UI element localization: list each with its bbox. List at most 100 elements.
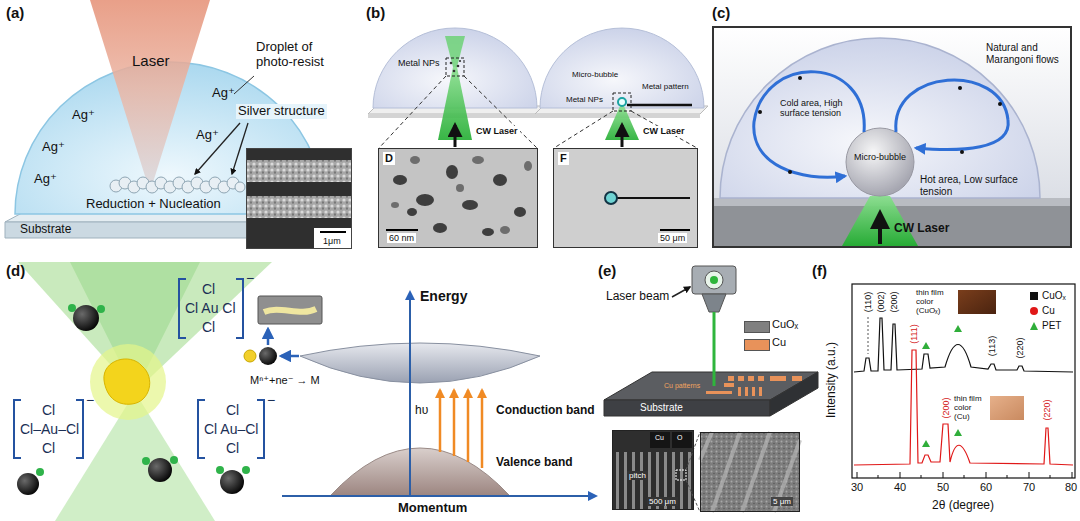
panel-d-illustration — [282, 495, 596, 497]
chemical-label: Cl — [42, 440, 55, 456]
callout-label: Metal NPs — [398, 58, 440, 68]
panel-f-chart — [1029, 472, 1030, 478]
ion-label: Ag⁺ — [42, 140, 65, 155]
panel-d-illustration — [36, 468, 44, 476]
node-text: D — [383, 152, 395, 165]
legend-text: PET — [1042, 320, 1061, 332]
panel-d-illustration — [36, 304, 250, 476]
chemical-label: Cl — [202, 281, 215, 297]
node-text: Natural and Marangoni flows — [986, 42, 1068, 65]
panel-d-illustration — [267, 329, 270, 345]
panel-b-illustration — [393, 165, 526, 236]
panel-d-illustration — [481, 390, 484, 468]
panel-e-illustration — [724, 383, 734, 387]
panel-b-illustration — [378, 148, 538, 248]
panel-d-illustration — [14, 262, 596, 521]
node-text: 5 μm — [771, 497, 793, 506]
inset-caption: thin film color (Cu) — [954, 394, 988, 422]
panel-b-illustration — [446, 58, 464, 76]
panel-label: (d) — [6, 262, 25, 279]
legend-marker — [1030, 322, 1038, 330]
charge-label: − — [86, 392, 94, 408]
panel-f-chart — [852, 284, 1075, 478]
peak-label: (200) — [889, 291, 899, 312]
panel-e-illustration — [612, 430, 694, 510]
callout-label: Metal NPs — [566, 95, 603, 104]
legend-marker — [1030, 292, 1038, 300]
peak-label: (002) — [876, 291, 886, 312]
panel-e-illustration — [770, 372, 818, 416]
chemical-label: Cl — [226, 440, 239, 456]
inset-caption: thin film color (CuOₓ) — [916, 288, 956, 316]
panel-a-illustration — [235, 182, 245, 192]
micrograph-inset: F50 μm — [553, 148, 698, 248]
panel-f-chart — [878, 475, 879, 478]
chemical-label: Cl Au–Cl — [204, 421, 258, 437]
panel-b-illustration — [621, 125, 624, 147]
panel-c-illustration — [998, 102, 1002, 106]
panel-c-illustration — [713, 27, 1071, 198]
callout-label: Metal pattern — [642, 82, 689, 91]
panel-f-chart — [954, 429, 962, 436]
panel-c-illustration — [896, 80, 1008, 150]
band-label: Conduction band — [496, 404, 595, 418]
panel-d-illustration — [242, 466, 250, 474]
panel-d-illustration — [97, 305, 105, 313]
panel-a-illustration — [246, 148, 352, 248]
panel-e-illustration — [745, 387, 748, 396]
panel-b-illustration — [554, 111, 613, 148]
panel-b-illustration — [456, 184, 464, 192]
panel-d-illustration — [244, 350, 256, 362]
sem-inset: CuOpitch500 μm — [612, 430, 694, 510]
panel-b-illustration — [605, 192, 617, 204]
panel-e-illustration — [705, 271, 723, 289]
panel-f-chart — [1007, 475, 1008, 478]
panel-b-illustration — [618, 98, 626, 106]
panel-d-illustration — [73, 305, 99, 331]
panel-b-illustration — [472, 156, 484, 164]
panel-label: (e) — [598, 262, 616, 279]
panel-b-illustration — [500, 226, 510, 234]
tick-label: 30 — [851, 481, 863, 494]
panel-b-illustration — [540, 28, 704, 108]
panel-e-illustration — [738, 376, 744, 381]
legend-marker — [1029, 321, 1039, 331]
chemical-label: Cl Au Cl — [185, 300, 236, 316]
legend-swatch — [744, 321, 770, 333]
panel-f-chart — [922, 325, 962, 447]
tick-label: 80 — [1065, 481, 1077, 494]
callout-label: Droplet of photo-resist — [256, 40, 348, 70]
panel-f-chart — [857, 472, 858, 478]
panel-d-illustration — [17, 473, 39, 495]
panel-b-illustration — [553, 148, 698, 248]
panel-f-chart — [868, 317, 869, 354]
axis-title: Intensity (a.u.) — [825, 342, 839, 418]
panel-d-illustration — [300, 343, 540, 383]
panel-b-illustration — [514, 207, 526, 217]
panel-e-illustration — [672, 287, 690, 297]
panel-a-illustration — [195, 123, 240, 174]
panel-f-chart — [854, 318, 1073, 372]
part-label: Cu patterns — [664, 382, 700, 390]
panel-b-illustration — [464, 76, 537, 148]
panel-f-chart — [990, 396, 1024, 420]
panel-b-illustration — [524, 161, 532, 171]
panel-a-illustration — [110, 177, 245, 193]
panel-f-chart — [1072, 472, 1073, 478]
panel-f-chart — [922, 440, 930, 447]
panel-e-illustration — [672, 432, 692, 448]
panel-e-illustration — [752, 387, 755, 396]
panel-e-illustration — [616, 452, 691, 510]
panel-c-illustration — [754, 72, 864, 177]
ion-label: Ag⁺ — [34, 172, 57, 187]
panel-b-illustration — [410, 156, 420, 164]
beam-label: CW Laser — [641, 126, 687, 136]
node-text: 60 nm — [387, 233, 416, 243]
legend-swatch — [744, 339, 770, 351]
panel-b-illustration — [454, 125, 457, 147]
panel-f-chart — [922, 342, 930, 349]
panel-b-illustration — [450, 62, 453, 65]
legend-text: CuOₓ — [772, 318, 798, 331]
